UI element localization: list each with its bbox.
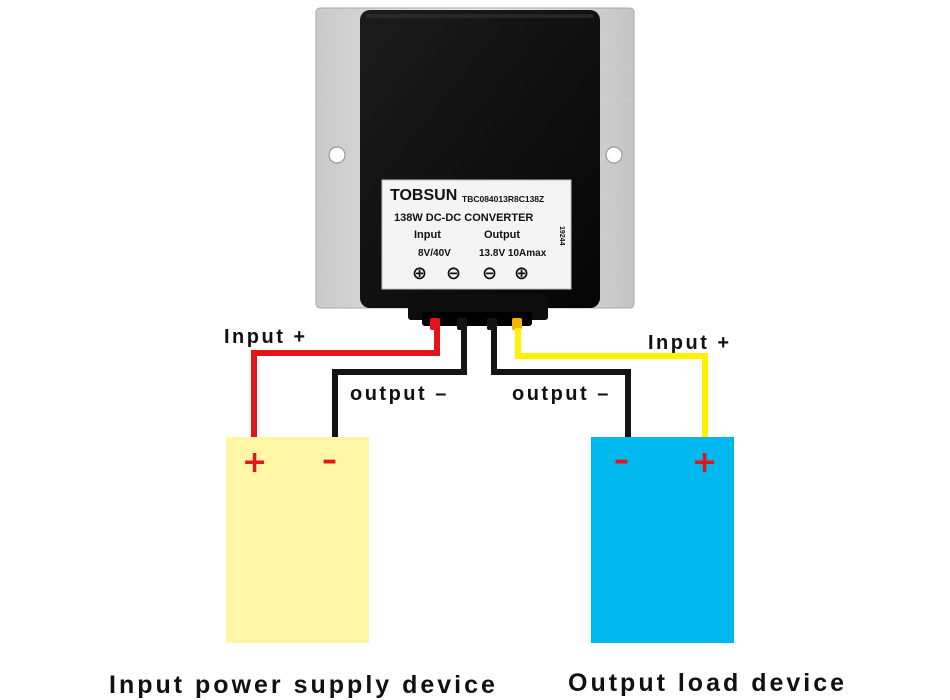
input-rating: 8V/40V: [418, 248, 451, 259]
terminal-symbol-3: ⊖: [482, 263, 497, 284]
input-supply-device: [226, 437, 369, 643]
wire-stub-black-2: [487, 318, 497, 330]
wire-input-negative: [332, 328, 467, 440]
label-output-minus-left: output –: [350, 383, 449, 405]
dc-dc-converter: TOBSUN TBC084013R8C138Z 138W DC-DC CONVE…: [315, 7, 635, 330]
output-device-minus: –: [614, 443, 629, 478]
output-load-device: [591, 437, 734, 643]
converter-title: 138W DC-DC CONVERTER: [394, 212, 533, 224]
wire-stub-black-1: [457, 318, 467, 330]
spec-label: [381, 179, 572, 290]
wire-stub-red: [430, 318, 440, 330]
terminal-symbol-1: ⊕: [412, 263, 427, 284]
label-output-minus-right: output –: [512, 383, 611, 405]
mount-hole-left: [328, 146, 346, 164]
output-device-plus: +: [692, 445, 717, 480]
side-code: 19244: [558, 226, 565, 246]
wire-stub-yellow: [512, 318, 522, 330]
input-device-plus: +: [242, 445, 267, 480]
output-rating: 13.8V 10Amax: [479, 248, 547, 259]
label-input-plus-left: Input +: [224, 326, 308, 348]
wire-output-positive: [515, 328, 708, 440]
caption-output-device: Output load device: [568, 669, 847, 697]
input-device-minus: –: [322, 443, 337, 478]
caption-input-device: Input power supply device: [109, 671, 498, 699]
wires: [251, 328, 708, 440]
mount-hole-right: [605, 146, 623, 164]
model-text: TBC084013R8C138Z: [462, 194, 544, 204]
terminal-symbol-4: ⊕: [514, 263, 529, 284]
output-header: Output: [484, 229, 520, 241]
wire-input-positive: [251, 328, 440, 440]
brand-text: TOBSUN: [390, 187, 457, 204]
label-input-plus-right: Input +: [648, 332, 732, 354]
terminal-symbol-2: ⊖: [446, 263, 461, 284]
wire-output-negative: [491, 328, 631, 440]
input-header: Input: [414, 229, 441, 241]
